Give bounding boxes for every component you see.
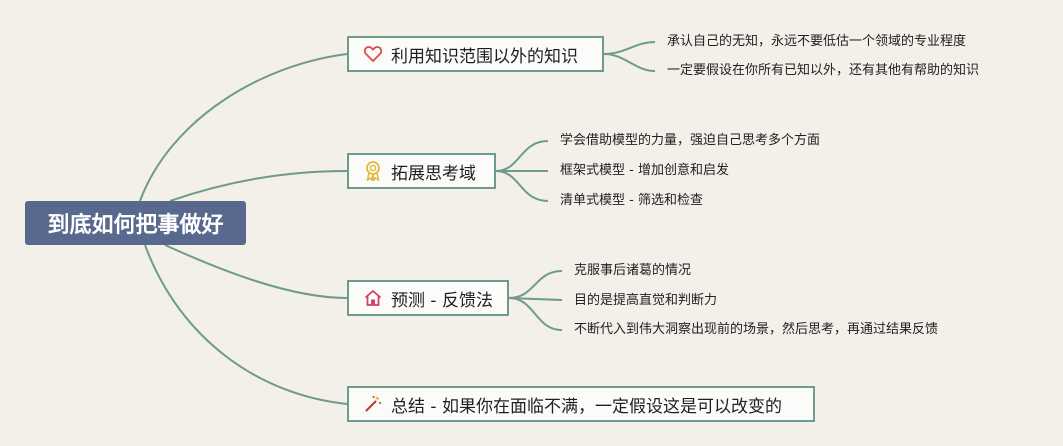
leaf-item[interactable]: 框架式模型 - 增加创意和启发 xyxy=(560,163,729,178)
connector-root-topic1 xyxy=(139,53,348,202)
topic-label: 利用知识范围以外的知识 xyxy=(391,46,578,67)
topic-label: 总结 - 如果你在面临不满，一定假设这是可以改变的 xyxy=(391,396,782,417)
connector-root-topic4 xyxy=(144,244,348,405)
leaf-item[interactable]: 学会借助模型的力量，强迫自己思考多个方面 xyxy=(560,133,821,148)
connector-topic1-leaf1 xyxy=(603,41,656,55)
topic-label: 预测 - 反馈法 xyxy=(391,290,493,311)
heart-icon xyxy=(363,44,383,64)
connector-topic1-leaf2 xyxy=(603,53,656,72)
leaf-item[interactable]: 克服事后诸葛的情况 xyxy=(574,263,692,278)
leaf-item[interactable]: 清单式模型 - 筛选和检查 xyxy=(560,193,703,208)
leaf-item[interactable]: 一定要假设在你所有已知以外，还有其他有帮助的知识 xyxy=(667,63,980,78)
leaf-item[interactable]: 承认自己的无知，永远不要低估一个领域的专业程度 xyxy=(667,34,967,49)
topic-label: 拓展思考域 xyxy=(391,163,476,184)
connector-topic3-leaf1 xyxy=(508,270,563,299)
topic-knowledge-beyond[interactable]: 利用知识范围以外的知识 xyxy=(347,36,604,72)
root-topic[interactable]: 到底如何把事做好 xyxy=(25,201,246,245)
connector-topic3-leaf3 xyxy=(508,297,563,331)
connector-root-topic3 xyxy=(164,244,348,299)
home-icon xyxy=(363,288,383,308)
connector-topic2-leaf3 xyxy=(495,170,549,202)
connector-topic3-leaf2 xyxy=(508,297,563,301)
award-ribbon-icon xyxy=(363,161,383,181)
topic-summary[interactable]: 总结 - 如果你在面临不满，一定假设这是可以改变的 xyxy=(347,386,815,422)
root-topic-label: 到底如何把事做好 xyxy=(47,213,224,238)
connector-root-topic2 xyxy=(169,170,348,202)
leaf-item[interactable]: 不断代入到伟大洞察出现前的场景，然后思考，再通过结果反馈 xyxy=(574,322,939,337)
leaf-item[interactable]: 目的是提高直觉和判断力 xyxy=(574,293,718,308)
magic-wand-icon xyxy=(363,394,383,414)
topic-predict-feedback[interactable]: 预测 - 反馈法 xyxy=(347,280,509,316)
connector-topic2-leaf1 xyxy=(495,140,549,172)
topic-expand-thinking[interactable]: 拓展思考域 xyxy=(347,153,496,189)
